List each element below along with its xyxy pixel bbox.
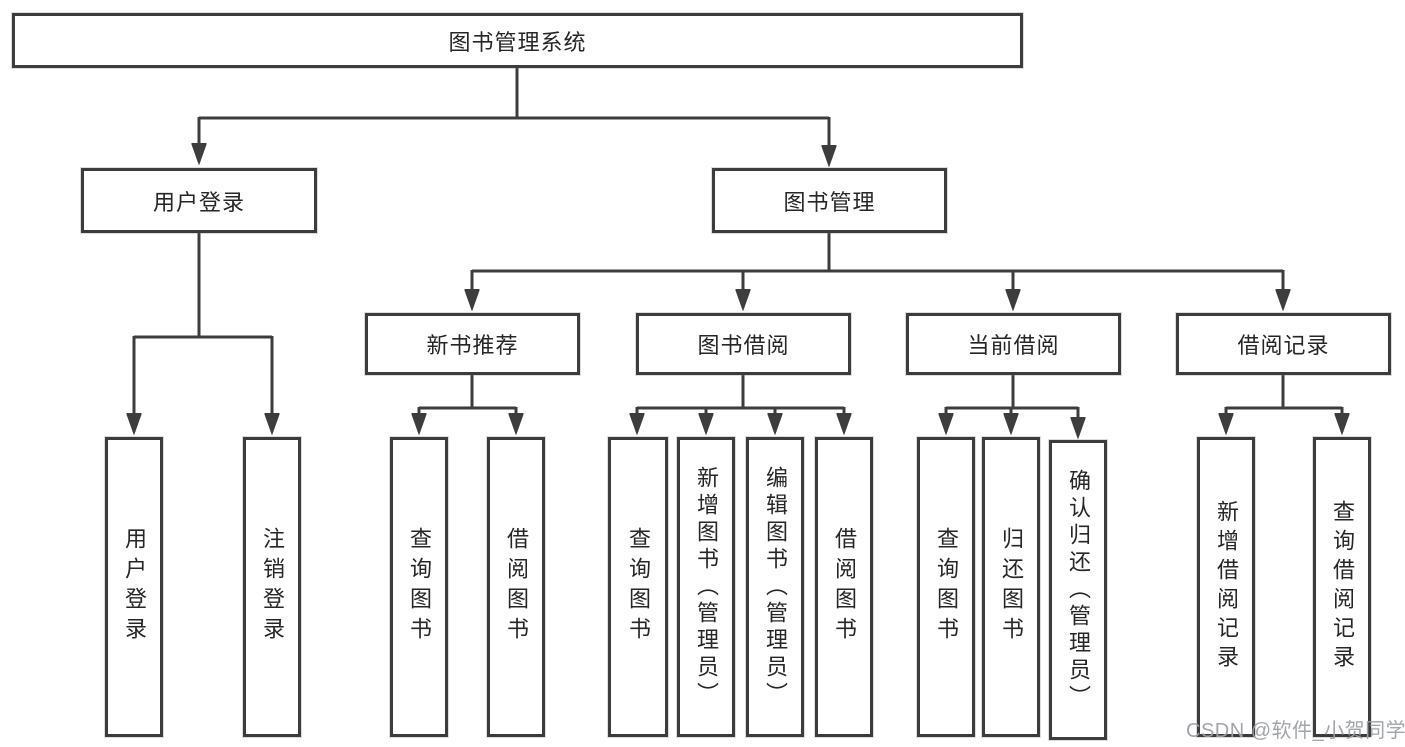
node-leaf-recommend-borrow-book-label: 借阅图书: [504, 527, 529, 647]
node-leaf-confirm-return-admin: 确认归还（管理员）: [1049, 440, 1107, 740]
node-current-borrow: 当前借阅: [906, 313, 1121, 375]
node-book-management: 图书管理: [712, 168, 947, 233]
node-leaf-confirm-return-admin-label: 确认归还（管理员）: [1066, 468, 1091, 712]
node-borrow-record: 借阅记录: [1176, 313, 1391, 375]
node-book-management-label: 图书管理: [783, 189, 876, 215]
node-leaf-add-borrow-record-label: 新增借阅记录: [1214, 500, 1239, 674]
node-leaf-recommend-query-book-label: 查询图书: [407, 527, 432, 647]
node-leaf-current-query-book: 查询图书: [917, 437, 975, 737]
node-leaf-return-book: 归还图书: [982, 437, 1040, 737]
node-leaf-query-borrow-record: 查询借阅记录: [1313, 437, 1371, 737]
node-current-borrow-label: 当前借阅: [967, 333, 1060, 358]
node-root: 图书管理系统: [12, 13, 1023, 68]
node-root-label: 图书管理系统: [448, 29, 587, 55]
node-leaf-current-query-book-label: 查询图书: [934, 527, 959, 647]
node-leaf-borrow-query-book: 查询图书: [608, 437, 668, 737]
node-book-borrow: 图书借阅: [636, 313, 851, 375]
node-borrow-record-label: 借阅记录: [1237, 333, 1330, 358]
node-leaf-borrow-book: 借阅图书: [815, 437, 873, 737]
node-leaf-edit-book-admin: 编辑图书（管理员）: [746, 437, 804, 737]
node-leaf-borrow-book-label: 借阅图书: [832, 527, 857, 647]
node-user-login: 用户登录: [81, 168, 317, 233]
node-new-book-recommend: 新书推荐: [365, 313, 580, 375]
node-leaf-edit-book-admin-label: 编辑图书（管理员）: [763, 465, 788, 709]
node-user-login-label: 用户登录: [152, 189, 245, 215]
node-leaf-return-book-label: 归还图书: [999, 527, 1024, 647]
node-leaf-logout-label: 注销登录: [260, 527, 285, 647]
csdn-watermark: CSDN @软件_小贺同学: [1186, 720, 1405, 742]
node-leaf-borrow-query-book-label: 查询图书: [626, 527, 651, 647]
node-leaf-recommend-query-book: 查询图书: [390, 437, 448, 737]
node-leaf-add-book-admin-label: 新增图书（管理员）: [694, 465, 719, 709]
node-leaf-logout: 注销登录: [243, 437, 301, 737]
node-new-book-recommend-label: 新书推荐: [426, 333, 519, 358]
node-leaf-user-login: 用户登录: [105, 437, 163, 737]
node-leaf-recommend-borrow-book: 借阅图书: [487, 437, 545, 737]
node-leaf-add-borrow-record: 新增借阅记录: [1197, 437, 1255, 737]
node-book-borrow-label: 图书借阅: [697, 333, 790, 358]
node-leaf-add-book-admin: 新增图书（管理员）: [677, 437, 735, 737]
node-leaf-query-borrow-record-label: 查询借阅记录: [1330, 500, 1355, 674]
node-leaf-user-login-label: 用户登录: [122, 527, 147, 647]
